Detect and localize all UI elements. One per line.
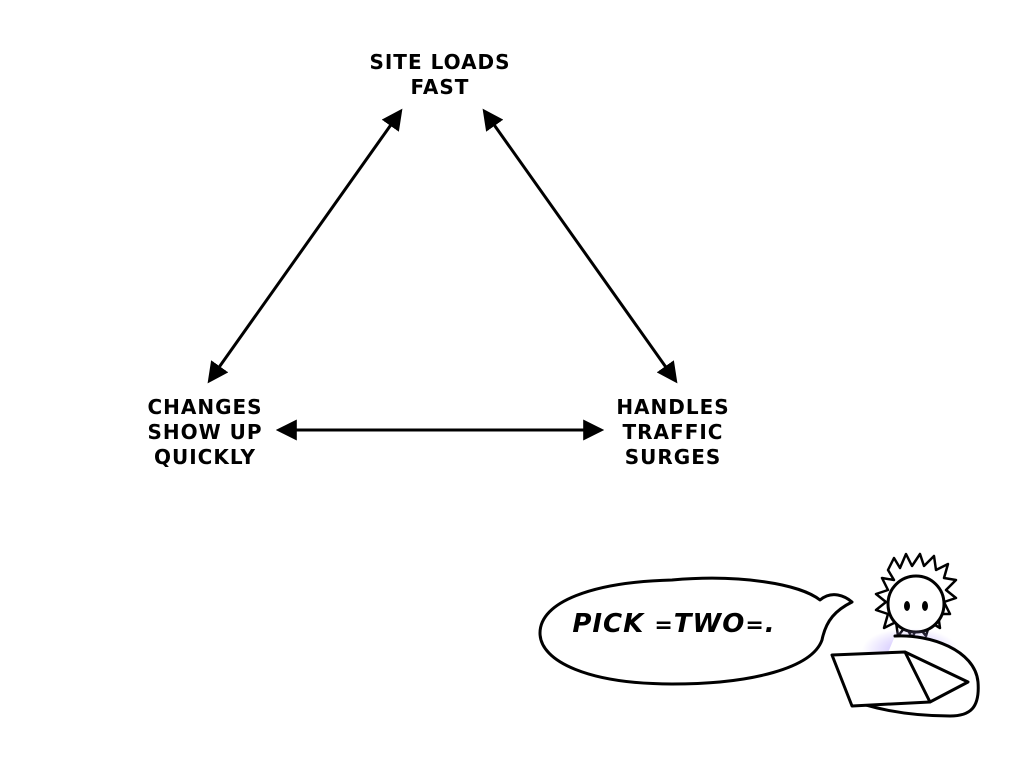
node-site-loads-fast: SITE LOADS FAST bbox=[340, 50, 540, 100]
edge-top-left-arrow bbox=[207, 108, 403, 384]
left-eye-icon bbox=[904, 601, 910, 611]
node-label-line: TRAFFIC bbox=[622, 420, 724, 444]
emphasis-mark-left: = bbox=[654, 613, 674, 638]
node-label-line: QUICKLY bbox=[154, 445, 256, 469]
node-label-line: FAST bbox=[410, 75, 470, 99]
head-icon bbox=[886, 574, 946, 634]
edge-top-right-arrow bbox=[482, 108, 678, 384]
speech-prefix: PICK bbox=[572, 609, 645, 639]
node-handles-traffic-surges: HANDLES TRAFFIC SURGES bbox=[598, 395, 748, 470]
node-label-line: SHOW UP bbox=[147, 420, 263, 444]
node-label-line: CHANGES bbox=[147, 395, 263, 419]
speech-bubble bbox=[538, 576, 854, 686]
right-eye-icon bbox=[922, 601, 928, 611]
node-label-line: HANDLES bbox=[616, 395, 730, 419]
speech-suffix: . bbox=[764, 609, 776, 639]
speech-word: TWO bbox=[673, 609, 746, 639]
node-label-line: SURGES bbox=[624, 445, 722, 469]
node-changes-show-up-quickly: CHANGES SHOW UP QUICKLY bbox=[130, 395, 280, 470]
node-label-line: SITE LOADS bbox=[369, 50, 511, 74]
emphasis-mark-right: = bbox=[745, 613, 765, 638]
laptop-base-icon bbox=[904, 650, 970, 704]
speech-text: PICK =TWO=. bbox=[540, 608, 808, 642]
